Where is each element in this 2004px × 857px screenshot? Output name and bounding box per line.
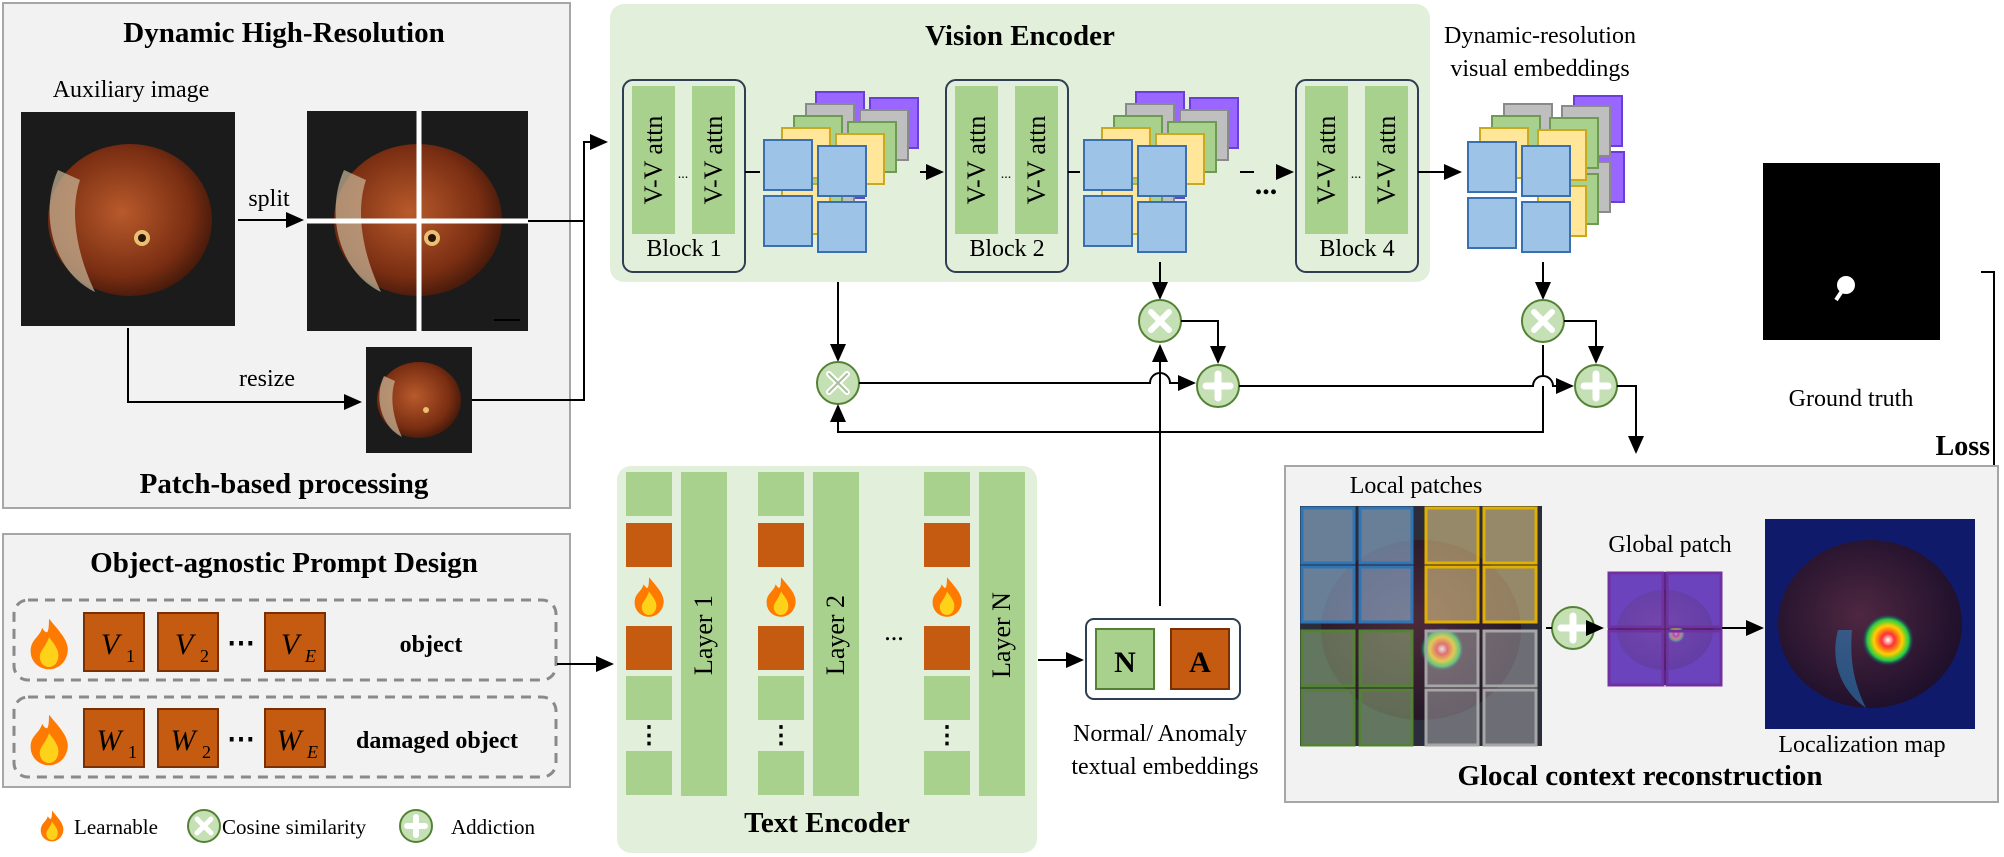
object-prompt-row: [12, 598, 558, 682]
flame-icon: [40, 810, 64, 842]
text-encoder-column-n: ⋮ Layer N: [924, 472, 1025, 796]
ground-truth-label: Ground truth: [1789, 386, 1914, 412]
svg-text:V: V: [175, 628, 197, 661]
damaged-prompt-row: [12, 695, 558, 779]
svg-text:...: ...: [678, 167, 689, 182]
textual-embed-label-2: textual embeddings: [1071, 754, 1258, 780]
svg-text:E: E: [306, 742, 318, 762]
localization-map: [1765, 519, 1975, 729]
legend-learnable: Learnable: [74, 815, 158, 839]
object-label: object: [400, 632, 463, 658]
attn-label: V-V attn: [699, 116, 728, 205]
text-encoder-column-1: ⋮ Layer 1: [626, 472, 727, 796]
block-label: Block 2: [969, 236, 1044, 262]
block-4: V-V attn V-V attn ... Block 4: [1295, 79, 1419, 273]
block-label: Block 4: [1319, 236, 1394, 262]
prompt-design-title: Object-agnostic Prompt Design: [90, 547, 478, 579]
svg-text:1: 1: [128, 742, 137, 762]
patch-processing-title: Patch-based processing: [140, 468, 429, 500]
text-encoder-column-2: ⋮ Layer 2: [758, 472, 859, 796]
resize-label: resize: [239, 366, 295, 392]
textual-embed-label-1: Normal/ Anomaly: [1073, 721, 1247, 747]
w-token: W 1: [83, 708, 145, 768]
svg-text:W: W: [277, 724, 305, 757]
attn-label: V-V attn: [639, 116, 668, 205]
localization-map-label: Localization map: [1778, 732, 1945, 758]
cosine-similarity-icon: [1138, 299, 1182, 343]
attn-label: V-V attn: [1022, 116, 1051, 205]
svg-text:⋮: ⋮: [637, 723, 661, 749]
split-image: [307, 111, 528, 331]
local-patches-label: Local patches: [1350, 473, 1483, 499]
layer-ellipsis: ...: [884, 617, 904, 646]
addition-icon: [399, 809, 433, 843]
svg-text:W: W: [171, 724, 199, 757]
svg-text:⋮: ⋮: [769, 723, 793, 749]
dyn-embed-label-2: visual embeddings: [1450, 56, 1629, 82]
svg-text:V: V: [101, 628, 123, 661]
damaged-object-label: damaged object: [356, 728, 518, 754]
feature-stack-2: [1083, 91, 1239, 253]
attn-label: V-V attn: [1372, 116, 1401, 205]
v-token: V E: [264, 612, 326, 672]
svg-text:...: ...: [1001, 167, 1012, 182]
w-token: W E: [264, 708, 326, 768]
split-label: split: [248, 186, 290, 212]
cosine-similarity-icon: [187, 809, 221, 843]
addition-icon: [1196, 364, 1240, 408]
block-1: V-V attn V-V attn ... Block 1: [622, 79, 746, 273]
layer-label: Layer 1: [689, 595, 718, 675]
feature-stack-1: [763, 91, 919, 253]
cosine-similarity-icon: [1521, 299, 1565, 343]
normal-anomaly-embeddings: N A: [1085, 618, 1241, 700]
glocal-title: Glocal context reconstruction: [1457, 760, 1822, 792]
layer-label: Layer 2: [821, 595, 850, 675]
dynamic-title: Dynamic High-Resolution: [123, 17, 444, 49]
token-ellipsis: ⋯: [227, 628, 255, 659]
normal-token: N: [1114, 646, 1136, 679]
v-token: V 1: [83, 612, 145, 672]
v-token: V 2: [157, 612, 219, 672]
legend-addiction: Addiction: [451, 815, 535, 839]
local-patches: [1300, 506, 1542, 747]
global-patch: [1607, 571, 1723, 687]
vision-encoder-title: Vision Encoder: [925, 20, 1115, 52]
dyn-embed-label-1: Dynamic-resolution: [1444, 23, 1636, 49]
svg-text:2: 2: [200, 646, 209, 666]
w-token: W 2: [157, 708, 219, 768]
block-label: Block 1: [646, 236, 721, 262]
global-patch-label: Global patch: [1608, 532, 1731, 558]
text-encoder-title: Text Encoder: [744, 807, 910, 839]
attn-label: V-V attn: [962, 116, 991, 205]
svg-text:E: E: [304, 646, 316, 666]
auxiliary-label: Auxiliary image: [53, 77, 210, 103]
addition-icon: [1551, 606, 1595, 650]
svg-text:W: W: [97, 724, 125, 757]
auxiliary-image: [21, 112, 235, 326]
layer-label: Layer N: [987, 592, 1016, 678]
addition-icon: [1574, 364, 1618, 408]
svg-text:V: V: [281, 628, 303, 661]
block-2: V-V attn V-V attn ... Block 2: [945, 79, 1069, 273]
attn-label: V-V attn: [1312, 116, 1341, 205]
svg-text:...: ...: [1351, 167, 1362, 182]
cosine-similarity-icon: [816, 361, 860, 405]
legend-cosine: Cosine similarity: [222, 815, 367, 839]
token-ellipsis: ⋯: [227, 724, 255, 755]
svg-text:1: 1: [126, 646, 135, 666]
ground-truth-image: [1763, 163, 1940, 340]
feature-stack-3: [1467, 95, 1625, 253]
loss-label: Loss: [1936, 431, 1991, 462]
block-ellipsis: ...: [1255, 168, 1278, 201]
resized-image: [366, 347, 472, 453]
anomaly-token: A: [1189, 646, 1211, 679]
svg-text:⋮: ⋮: [935, 723, 959, 749]
svg-text:2: 2: [202, 742, 211, 762]
